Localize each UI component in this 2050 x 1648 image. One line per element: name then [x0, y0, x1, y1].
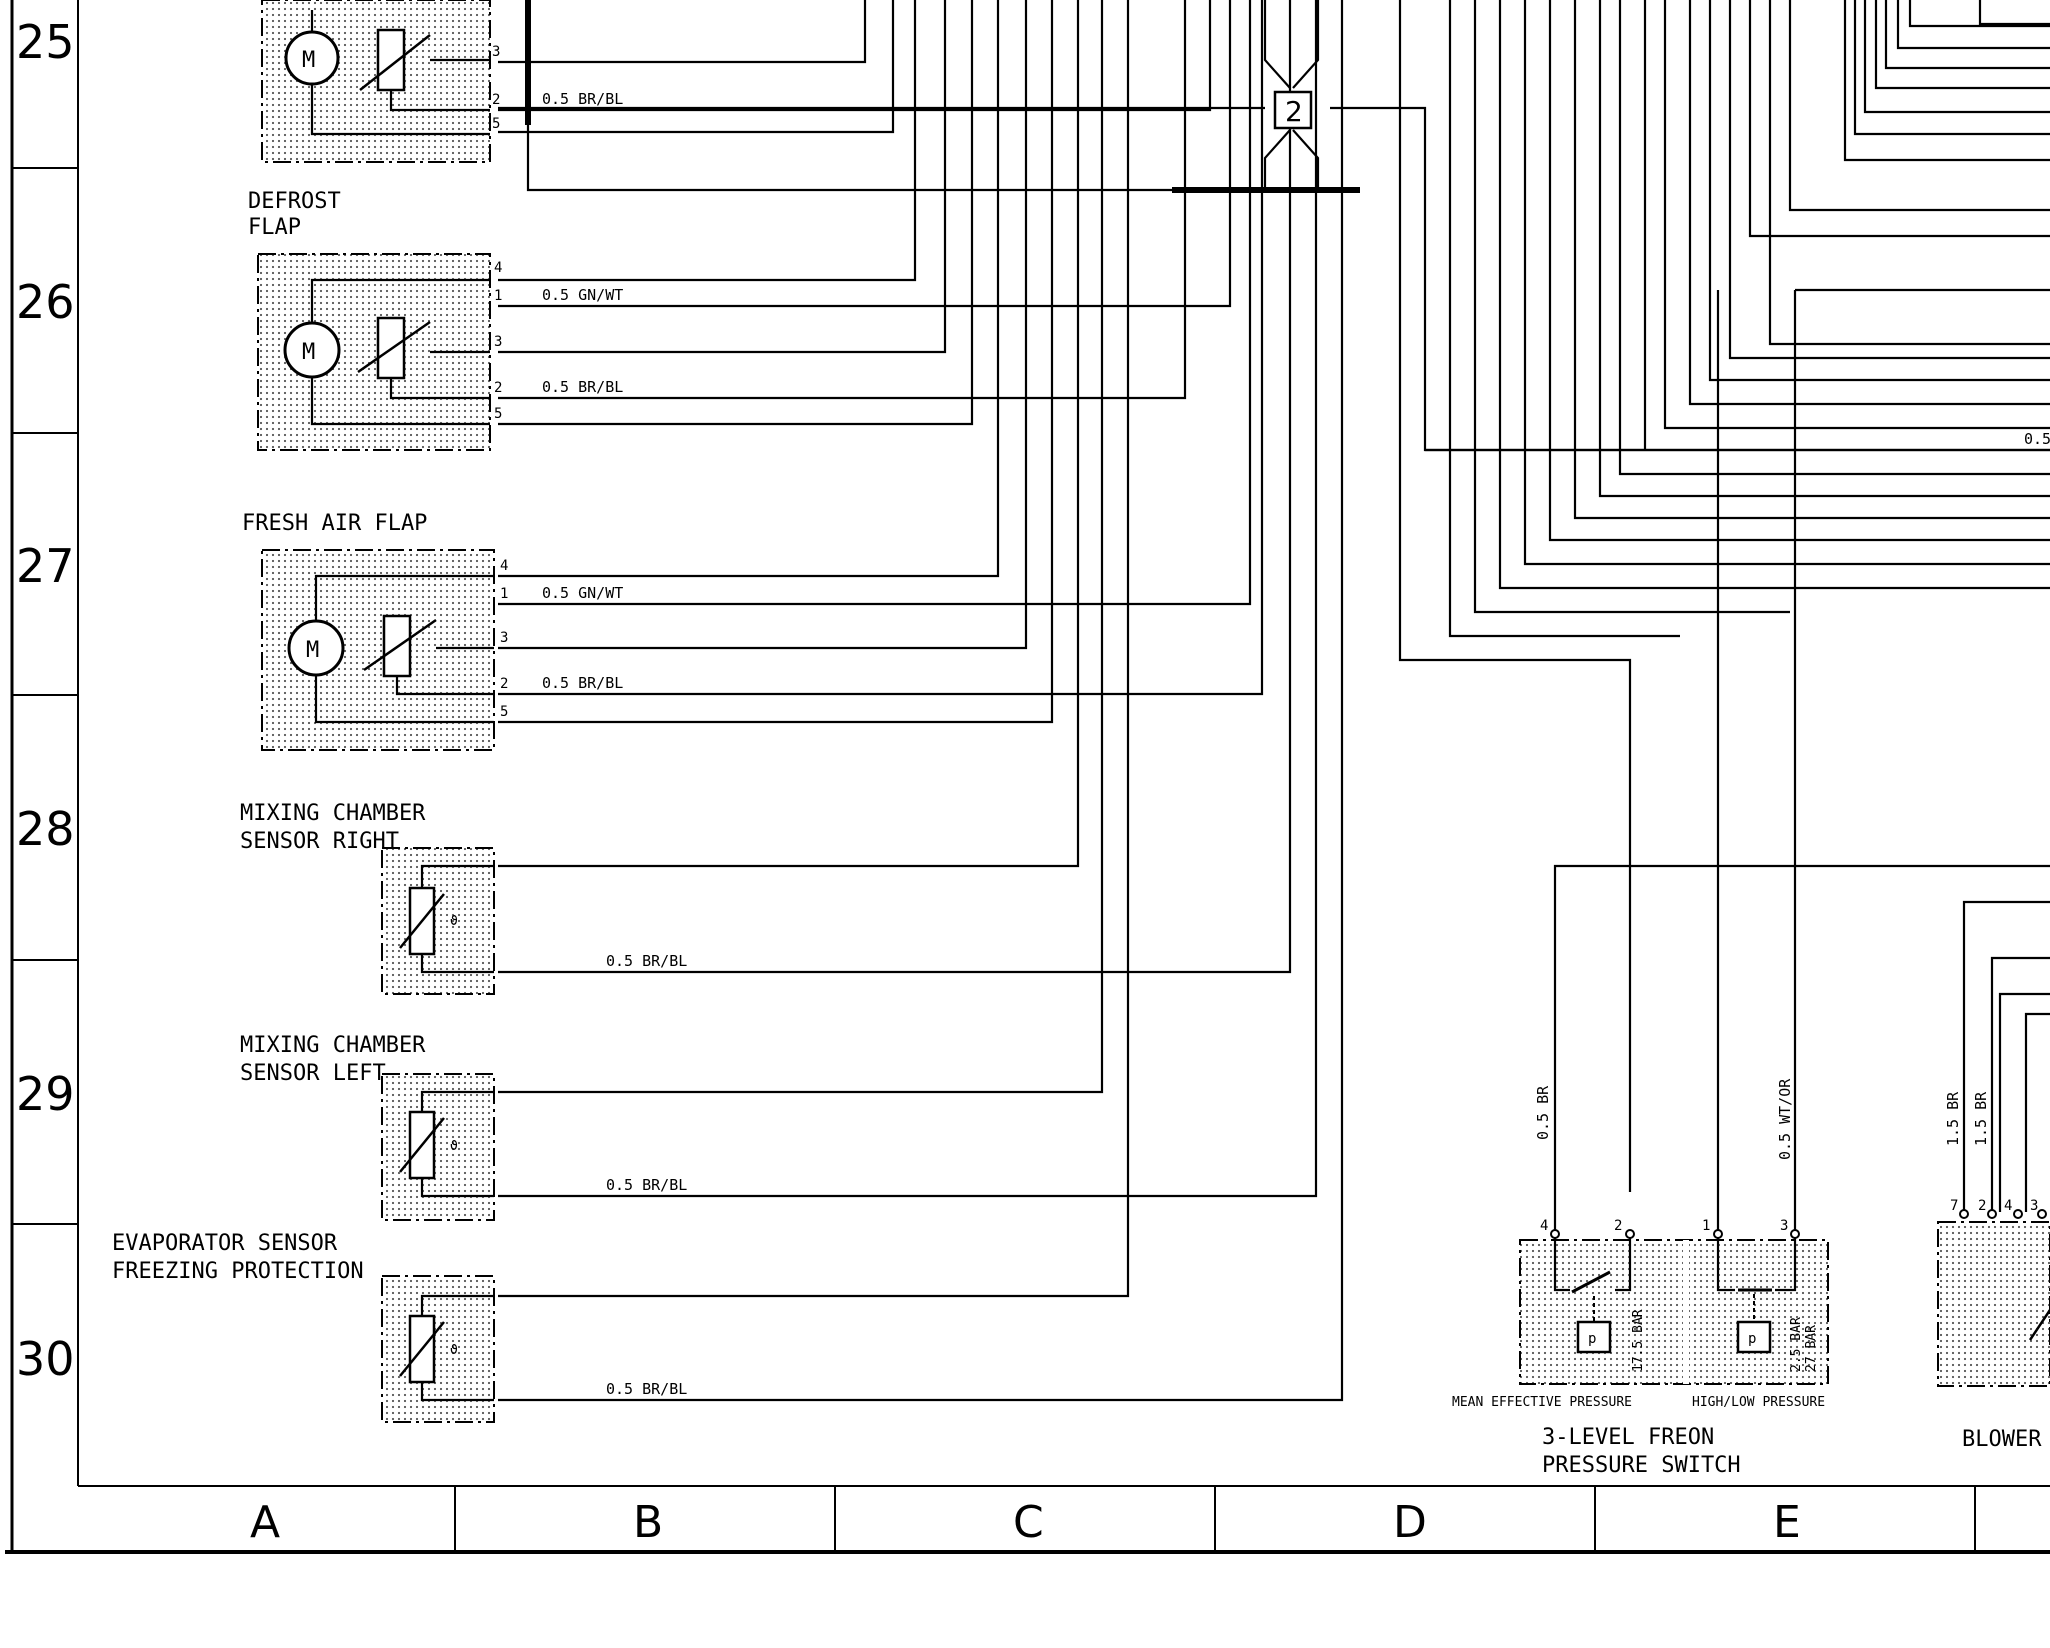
wire-label-partial: 0.5: [2024, 430, 2050, 448]
wire-label-br: 0.5 BR: [1534, 1085, 1552, 1140]
mixing-right-label-2: SENSOR RIGHT: [240, 829, 399, 854]
motor-symbol: M: [306, 638, 319, 663]
column-letter-d: D: [1393, 1497, 1427, 1548]
wire-label-brbl: 0.5 BR/BL: [606, 952, 687, 970]
motor-symbol: M: [302, 48, 315, 73]
fresh-air-flap-label: FRESH AIR FLAP: [242, 511, 427, 536]
mixing-left-label-2: SENSOR LEFT: [240, 1061, 386, 1086]
connector-2-label: 2: [1285, 95, 1303, 128]
theta-symbol: ϑ: [450, 914, 458, 929]
bar-175-label: 17.5 BAR: [1631, 1309, 1646, 1372]
fresh-air-flap-actuator: M 4 1 3 2 5 0.5 GN/WT 0.5 BR/BL: [261, 549, 623, 751]
mixing-right-label-1: MIXING CHAMBER: [240, 801, 426, 826]
blower-pin-7: 7: [1950, 1198, 1958, 1214]
pin-5: 5: [500, 704, 508, 720]
pressure-symbol: p: [1748, 1331, 1756, 1347]
actuator-row25: M 3 2 5 0.5 BR/BL: [261, 0, 623, 163]
wires: [498, 0, 2050, 1402]
defrost-flap-label-2: FLAP: [248, 215, 301, 240]
bar-25-label: 2.5 BAR: [1789, 1317, 1804, 1372]
pin-3: 3: [500, 630, 508, 646]
high-low-label: HIGH/LOW PRESSURE: [1692, 1395, 1825, 1410]
wire-label-br15: 1.5 BR: [1972, 1091, 1990, 1146]
evaporator-label-1: EVAPORATOR SENSOR: [112, 1231, 338, 1256]
pin-1: 1: [500, 586, 508, 602]
row-number-28: 28: [16, 802, 75, 856]
row-number-27: 27: [16, 539, 75, 593]
pressure-switch-label-2: PRESSURE SWITCH: [1542, 1453, 1741, 1478]
blower: 7 2 4 3: [1937, 1198, 2050, 1387]
mixing-chamber-sensor-right: ϑ 0.5 BR/BL: [381, 847, 687, 995]
mixing-chamber-sensor-left: ϑ 0.5 BR/BL: [381, 1073, 687, 1221]
wire-label-brbl: 0.5 BR/BL: [542, 90, 623, 108]
wire-label-brbl: 0.5 BR/BL: [606, 1176, 687, 1194]
pin-3: 3: [492, 44, 500, 60]
blower-label: BLOWER: [1962, 1427, 2042, 1452]
column-letter-e: E: [1773, 1497, 1801, 1548]
defrost-flap-actuator: M 4 1 3 2 5 0.5 GN/WT 0.5 BR/BL: [257, 253, 623, 451]
pin-2: 2: [500, 676, 508, 692]
mixing-left-label-1: MIXING CHAMBER: [240, 1033, 426, 1058]
pin-2: 2: [494, 380, 502, 396]
wire-label-gnwt: 0.5 GN/WT: [542, 286, 623, 304]
pin-5: 5: [492, 116, 500, 132]
theta-symbol: ϑ: [450, 1343, 458, 1358]
wire-label-br15: 1.5 BR: [1944, 1091, 1962, 1146]
wire-label-gnwt: 0.5 GN/WT: [542, 584, 623, 602]
row-number-25: 25: [16, 15, 75, 69]
theta-symbol: ϑ: [450, 1139, 458, 1154]
switch-pin-4: 4: [1540, 1218, 1548, 1234]
row-number-30: 30: [16, 1332, 75, 1386]
column-letter-a: A: [250, 1497, 280, 1548]
wire-label-brbl: 0.5 BR/BL: [542, 674, 623, 692]
pressure-symbol: p: [1588, 1331, 1596, 1347]
bar-27-label: 27 BAR: [1804, 1325, 1819, 1372]
mean-effective-label: MEAN EFFECTIVE PRESSURE: [1452, 1395, 1632, 1410]
defrost-flap-label-1: DEFROST: [248, 189, 341, 214]
pressure-switch-label-1: 3-LEVEL FREON: [1542, 1425, 1714, 1450]
evaporator-sensor: ϑ 0.5 BR/BL: [381, 1275, 687, 1423]
pin-4: 4: [500, 558, 508, 574]
wire-label-wtor: 0.5 WT/OR: [1776, 1078, 1794, 1160]
pin-4: 4: [494, 260, 502, 276]
switch-pin-3: 3: [1780, 1218, 1788, 1234]
pin-5: 5: [494, 406, 502, 422]
pin-3: 3: [494, 334, 502, 350]
pin-1: 1: [494, 288, 502, 304]
column-letter-c: C: [1013, 1497, 1044, 1548]
row-number-29: 29: [16, 1067, 75, 1121]
evaporator-label-2: FREEZING PROTECTION: [112, 1259, 364, 1284]
switch-pin-1: 1: [1702, 1218, 1710, 1234]
wire-label-brbl: 0.5 BR/BL: [606, 1380, 687, 1398]
blower-pin-3: 3: [2030, 1198, 2038, 1214]
column-letter-b: B: [633, 1497, 663, 1548]
connector-2: 2: [1273, 90, 1313, 130]
row-number-26: 26: [16, 275, 75, 329]
blower-pin-2: 2: [1978, 1198, 1986, 1214]
blower-pin-4: 4: [2004, 1198, 2012, 1214]
motor-symbol: M: [302, 340, 315, 365]
switch-pin-2: 2: [1614, 1218, 1622, 1234]
wire-label-brbl: 0.5 BR/BL: [542, 378, 623, 396]
frame: [5, 0, 2050, 1554]
freon-pressure-switch: p p 4 2 1 3 17.5 BAR 2.5 BAR 27 BAR: [1519, 1218, 1829, 1385]
pin-2: 2: [492, 92, 500, 108]
